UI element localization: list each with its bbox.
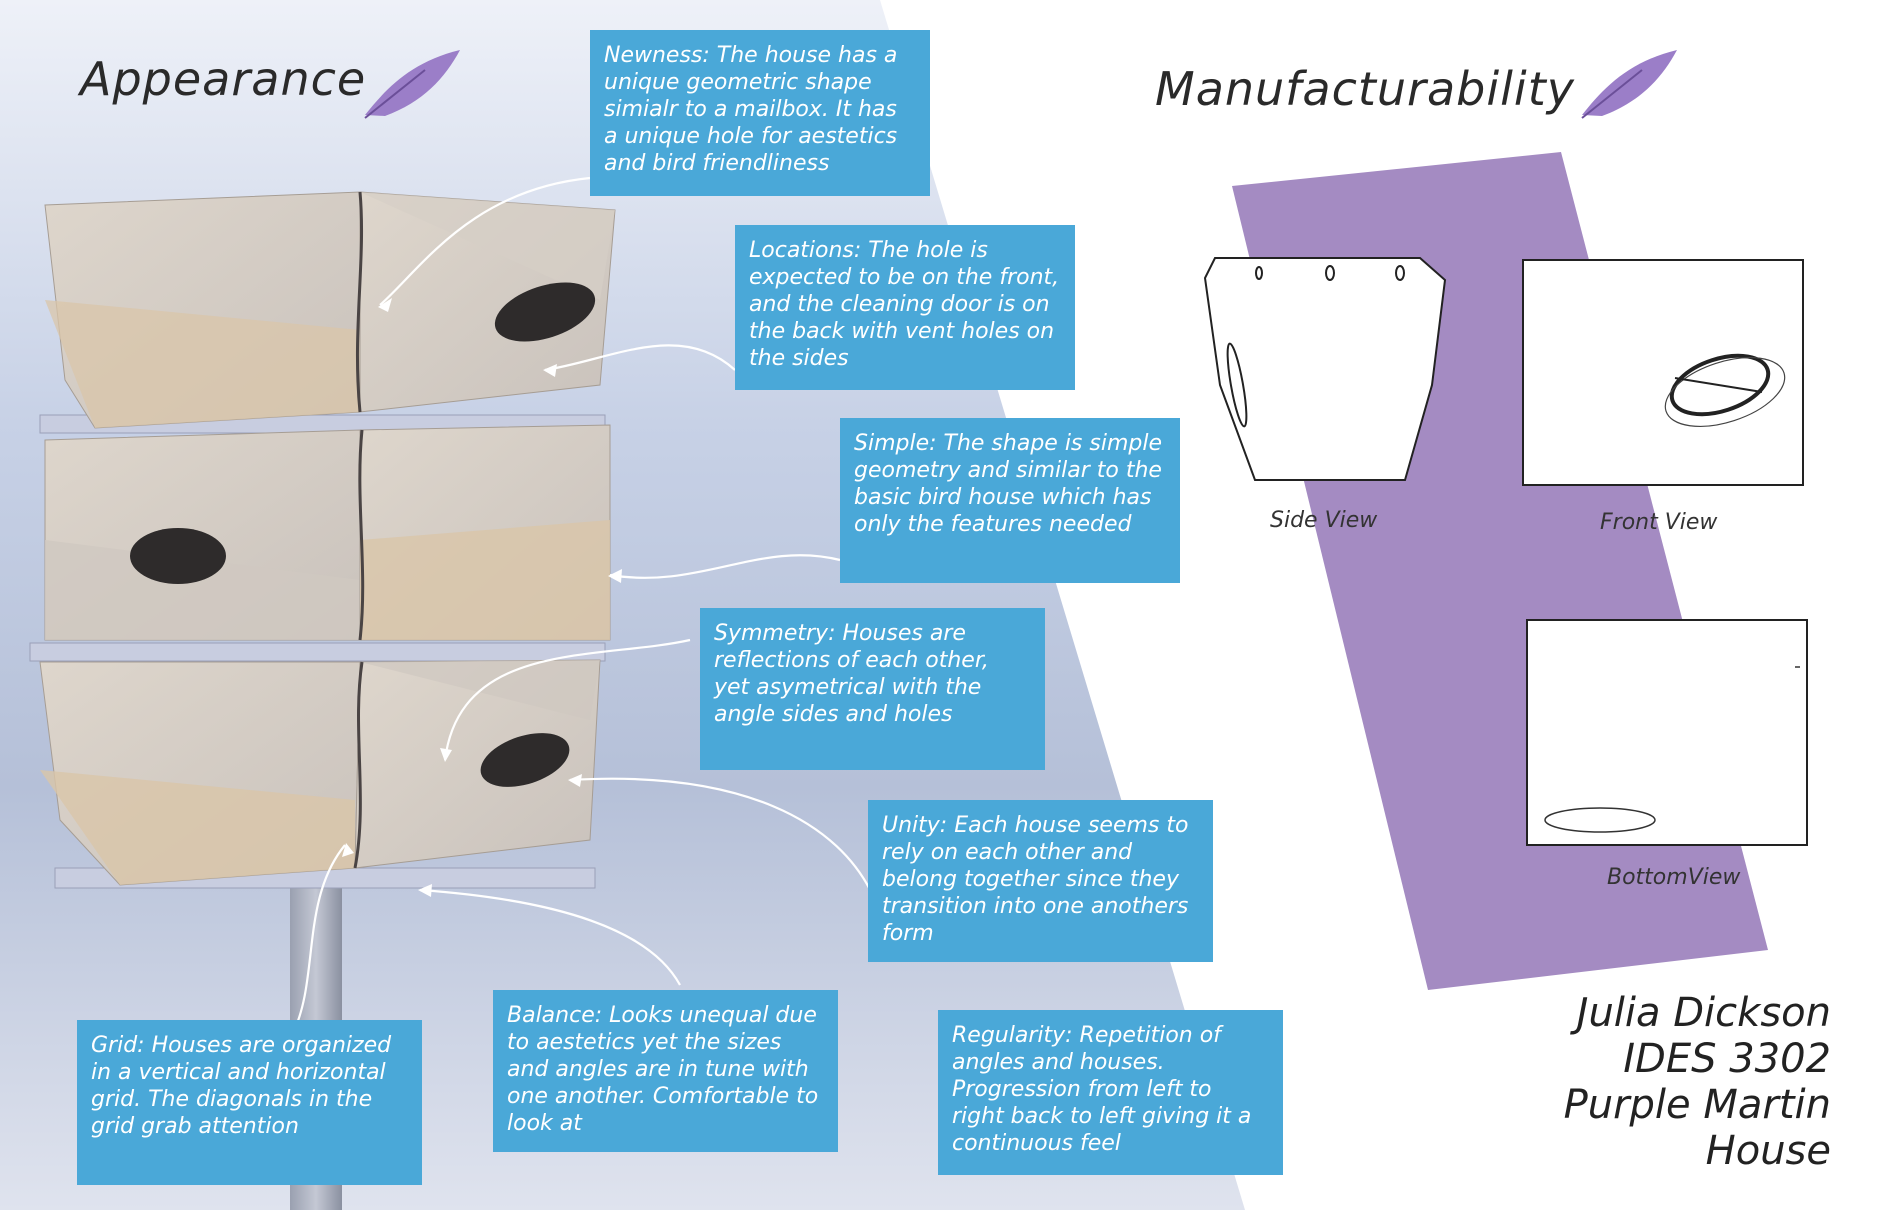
note-newness: Newness: The house has a unique geometri… bbox=[590, 30, 930, 196]
note-grid: Grid: Houses are organized in a vertical… bbox=[77, 1020, 422, 1185]
birdhouse-row-bottom bbox=[39, 659, 601, 886]
note-unity: Unity: Each house seems to rely on each … bbox=[868, 800, 1213, 962]
bottom-view-drawing bbox=[1526, 619, 1808, 846]
note-simple: Simple: The shape is simple geometry and… bbox=[840, 418, 1180, 583]
manufacturability-heading: Manufacturability bbox=[1155, 62, 1575, 116]
callout-arrows bbox=[291, 176, 877, 1036]
note-regularity: Regularity: Repetition of angles and hou… bbox=[938, 1010, 1283, 1175]
note-symmetry: Symmetry: Houses are reflections of each… bbox=[700, 608, 1045, 770]
feather-icon bbox=[1581, 50, 1677, 119]
arrow-heads bbox=[342, 298, 622, 897]
feather-icon bbox=[364, 50, 460, 119]
appearance-heading: Appearance bbox=[80, 52, 367, 106]
side-view-drawing bbox=[1203, 257, 1447, 481]
birdhouse-row-middle bbox=[44, 424, 611, 641]
project-title-line2: House bbox=[1705, 1128, 1831, 1174]
bottom-view-label: BottomView bbox=[1607, 865, 1741, 890]
side-view-label: Side View bbox=[1270, 508, 1378, 533]
shelf bbox=[29, 642, 606, 662]
credits-block: Julia Dickson IDES 3302 Purple Martin Ho… bbox=[1564, 990, 1831, 1174]
note-balance: Balance: Looks unequal due to aestetics … bbox=[493, 990, 838, 1152]
note-locations: Locations: The hole is expected to be on… bbox=[735, 225, 1075, 390]
front-view-drawing bbox=[1522, 259, 1804, 486]
author-name: Julia Dickson bbox=[1576, 990, 1831, 1036]
front-view-label: Front View bbox=[1600, 510, 1718, 535]
course-code: IDES 3302 bbox=[1623, 1036, 1831, 1082]
project-title-line1: Purple Martin bbox=[1563, 1082, 1831, 1128]
birdhouse-row-top bbox=[44, 191, 616, 429]
